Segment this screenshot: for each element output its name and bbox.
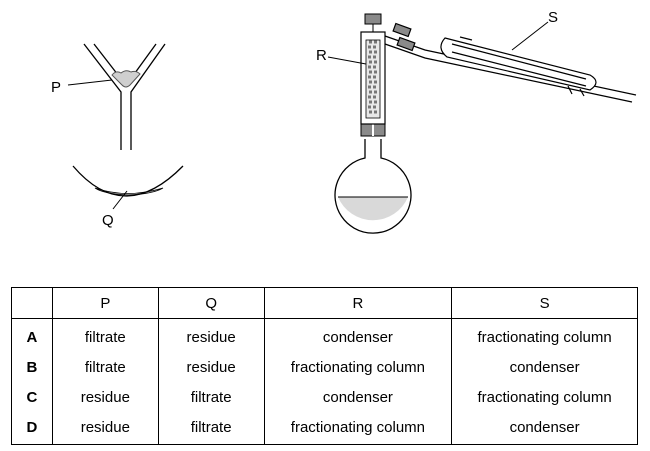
condenser bbox=[384, 22, 637, 103]
cell-q: residue bbox=[157, 318, 265, 352]
header-s: S bbox=[451, 287, 638, 319]
svg-text:R: R bbox=[316, 47, 327, 64]
option-key: C bbox=[11, 382, 53, 412]
svg-text:P: P bbox=[51, 79, 61, 96]
cell-r: condenser bbox=[263, 318, 453, 352]
cell-p: residue bbox=[51, 412, 159, 445]
cell-q: filtrate bbox=[157, 412, 265, 445]
header-r: R bbox=[263, 287, 453, 319]
apparatus-diagram: P Q R S bbox=[51, 9, 637, 234]
svg-text:Q: Q bbox=[102, 212, 114, 229]
options-table: P Q R S A filtrate residue condenser fra… bbox=[11, 287, 638, 445]
header-q: Q bbox=[157, 287, 265, 319]
table-row-b: B filtrate residue fractionating column … bbox=[11, 352, 638, 382]
cell-r: condenser bbox=[263, 382, 453, 412]
cell-r: fractionating column bbox=[263, 352, 453, 382]
header-blank bbox=[11, 287, 53, 319]
table-header-row: P Q R S bbox=[11, 287, 638, 319]
cell-p: filtrate bbox=[51, 352, 159, 382]
option-key: B bbox=[11, 352, 53, 382]
cell-p: filtrate bbox=[51, 318, 159, 352]
table-row-a: A filtrate residue condenser fractionati… bbox=[11, 318, 638, 352]
svg-text:S: S bbox=[548, 9, 558, 26]
table-row-c: C residue filtrate condenser fractionati… bbox=[11, 382, 638, 412]
option-key: A bbox=[11, 318, 53, 352]
option-key: D bbox=[11, 412, 53, 445]
label-p: P bbox=[51, 79, 113, 96]
evaporating-basin bbox=[72, 165, 184, 197]
label-r: R bbox=[316, 47, 367, 65]
table-row-d: D residue filtrate fractionating column … bbox=[11, 412, 638, 445]
cell-s: condenser bbox=[451, 352, 638, 382]
fractionating-column bbox=[360, 13, 386, 125]
filter-funnel bbox=[83, 43, 166, 150]
label-q: Q bbox=[102, 190, 128, 229]
cell-q: filtrate bbox=[157, 382, 265, 412]
cell-q: residue bbox=[157, 352, 265, 382]
header-p: P bbox=[51, 287, 159, 319]
label-s: S bbox=[511, 9, 558, 51]
residue-solid bbox=[111, 70, 141, 88]
cell-r: fractionating column bbox=[263, 412, 453, 445]
cell-s: fractionating column bbox=[451, 318, 638, 352]
cell-p: residue bbox=[51, 382, 159, 412]
cell-s: fractionating column bbox=[451, 382, 638, 412]
cell-s: condenser bbox=[451, 412, 638, 445]
round-bottom-flask bbox=[334, 123, 412, 234]
